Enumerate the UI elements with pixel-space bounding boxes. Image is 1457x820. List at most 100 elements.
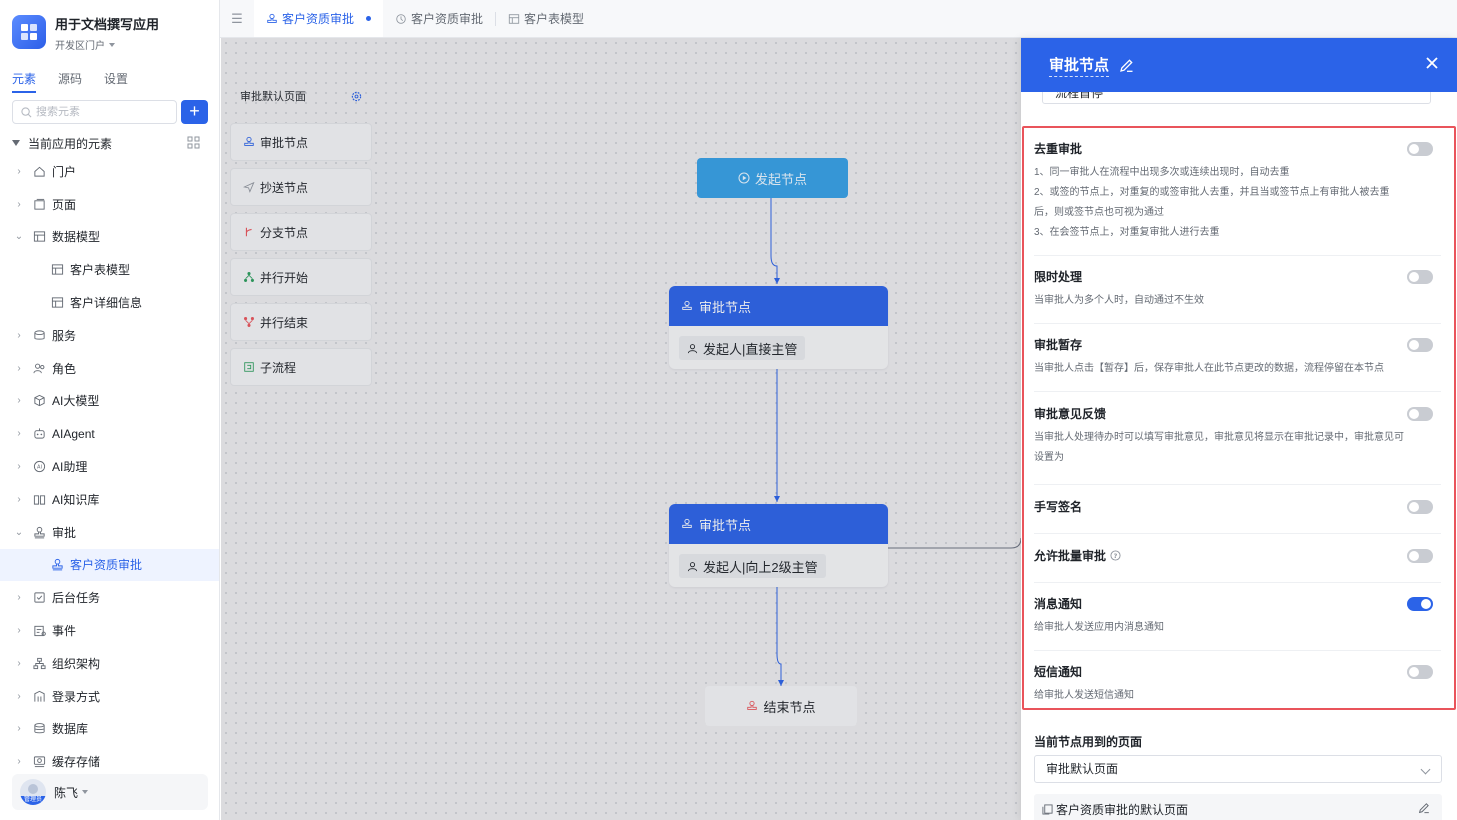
tree-item-events[interactable]: ›事件 [0,614,219,647]
edit-pencil-icon[interactable] [1119,58,1134,73]
chevron-right-icon: › [17,756,21,768]
setting-handwritten-signature: 手写签名 [1034,498,1441,534]
setting-desc: 当审批人为多个人时，自动通过不生效 [1034,291,1441,311]
tree-item-label: 页面 [52,197,77,212]
page-select[interactable]: 审批默认页面 [1034,755,1442,783]
chevron-right-icon: › [17,657,21,669]
tree-item-customer-detail[interactable]: 客户详细信息 [0,286,219,319]
tree-item-ai-model[interactable]: ›AI大模型 [0,385,219,418]
palette-item-subprocess[interactable]: 子流程 [230,348,372,386]
flow-canvas[interactable]: 审批默认页面 审批节点 抄送节点 分支节点 并行开始 并行结束 子流程 发起节点… [221,38,1021,820]
tree-item-customer-table[interactable]: 客户表模型 [0,253,219,286]
user-menu[interactable]: 管理员 陈飞 [12,774,208,810]
layout-icon[interactable] [187,136,200,149]
database-icon [32,328,46,342]
login-icon [32,689,46,703]
setting-sms-notify: 短信通知 给审批人发送短信通知 [1034,663,1441,707]
tree-item-database[interactable]: ›数据库 [0,713,219,746]
tree-item-ai-agent[interactable]: ›AIAgent [0,417,219,450]
desc-line: 当审批人点击【暂存】后，保存审批人在此节点更改的数据，流程停留在本节点 [1034,363,1384,374]
palette-item-parallel-start[interactable]: 并行开始 [230,258,372,296]
help-circle-icon[interactable]: ? [1110,550,1121,561]
start-node-label: 发起节点 [754,171,807,187]
start-node[interactable]: 发起节点 [697,158,848,198]
desc-line: 1、同一审批人在流程中出现多次或连续出现时，自动去重 [1034,167,1290,178]
palette-item-branch[interactable]: 分支节点 [230,213,372,251]
approval-node-1[interactable]: 审批节点 发起人|直接主管 [669,286,888,369]
close-icon[interactable] [1425,56,1439,70]
tab-customer-approval[interactable]: 客户资质审批 [254,0,384,37]
tree-header[interactable]: 当前应用的元素 [12,134,208,152]
palette-item-cc[interactable]: 抄送节点 [230,168,372,206]
user-name: 陈飞 [54,785,79,800]
tree-item-label: 组织架构 [52,656,101,671]
palette-item-parallel-end[interactable]: 并行结束 [230,303,372,341]
tree-item-portal[interactable]: ›门户 [0,155,219,188]
tree-item-login[interactable]: ›登录方式 [0,680,219,713]
toggle-message-notify[interactable] [1407,597,1433,611]
toggle-temp-save[interactable] [1407,338,1433,352]
chevron-right-icon: › [17,362,21,374]
user-icon [687,561,698,572]
page-list-item[interactable]: 客户资质审批的默认页面 [1034,794,1442,820]
toggle-dedupe[interactable] [1407,142,1433,156]
collapse-sidebar-icon[interactable]: ☰ [231,10,243,26]
tab-customer-table[interactable]: 客户表模型 [496,0,596,37]
settings-gear-icon[interactable] [351,91,362,102]
setting-desc: 当审批人处理待办时可以填写审批意见，审批意见将显示在审批记录中，审批意见可 设置… [1034,428,1441,468]
panel-header: 审批节点 [1021,38,1457,92]
canvas-mask[interactable] [221,38,1021,820]
desc-line: 当审批人为多个人时，自动通过不生效 [1034,295,1204,306]
end-node[interactable]: 结束节点 [705,686,857,726]
palette-item-approval[interactable]: 审批节点 [230,123,372,161]
tree-item-org[interactable]: › 组织架构 [0,647,219,680]
tab-label: 客户资质审批 [411,12,484,26]
tree-item-service[interactable]: › 服务 [0,319,219,352]
tree-item-ai-knowledge[interactable]: ›AI知识库 [0,483,219,516]
tree-item-label: 客户资质审批 [70,558,143,573]
setting-title: 允许批量审批 ? [1034,547,1441,564]
portal-selector[interactable]: 开发区门户 [55,37,159,52]
chevron-right-icon: › [17,461,21,473]
tree-item-label: 服务 [52,328,77,343]
tree-item-label: 事件 [52,624,77,639]
tab-settings[interactable]: 设置 [104,72,129,86]
tree-item-customer-approval[interactable]: 客户资质审批 [0,548,219,582]
caret-down-icon [82,790,89,794]
toggle-batch-approval[interactable] [1407,549,1433,563]
panel-title[interactable]: 审批节点 [1049,54,1110,77]
search-input[interactable] [36,106,166,118]
tree-item-cache[interactable]: ›缓存存储 [0,745,219,778]
chevron-right-icon: › [17,329,21,341]
tab-customer-approval-flow[interactable]: 客户资质审批 [383,0,495,37]
toggle-time-limit[interactable] [1407,270,1433,284]
send-icon [243,181,255,193]
unsaved-dot [366,16,372,21]
tree-item-background-task[interactable]: ›后台任务 [0,581,219,614]
toggle-handwritten-signature[interactable] [1407,500,1433,514]
tab-elements[interactable]: 元素 [12,70,37,93]
palette-item-label: 分支节点 [260,225,309,240]
toggle-opinion-feedback[interactable] [1407,407,1433,421]
approver-chip: 发起人|向上2级主管 [679,554,826,578]
edit-pencil-icon[interactable] [1418,802,1430,814]
tree-item-approval[interactable]: ⌄审批 [0,516,219,549]
tree-item-data-model[interactable]: ⌄数据模型 [0,221,219,254]
desc-line: 给审批人发送应用内消息通知 [1034,622,1164,633]
approval-node-2[interactable]: 审批节点 发起人|向上2级主管 [669,504,888,587]
subprocess-icon [243,361,255,373]
toggle-sms-notify[interactable] [1407,665,1433,679]
add-element-button[interactable]: + [181,100,208,124]
tab-label: 客户表模型 [524,12,585,26]
tab-source[interactable]: 源码 [58,72,83,86]
tree-item-roles[interactable]: ›角色 [0,352,219,385]
setting-title: 去重审批 [1034,142,1083,156]
node-palette: 审批默认页面 审批节点 抄送节点 分支节点 并行开始 并行结束 子流程 [230,76,372,386]
table-icon [508,13,520,25]
tree-item-pages[interactable]: ›页面 [0,188,219,221]
setting-desc: 1、同一审批人在流程中出现多次或连续出现时，自动去重 2、或签的节点上，对重复的… [1034,163,1441,243]
setting-opinion-feedback: 审批意见反馈 当审批人处理待办时可以填写审批意见，审批意见将显示在审批记录中，审… [1034,405,1441,485]
desc-line: 2、或签的节点上，对重复的或签审批人去重，并且当或签节点上有审批人被去重 [1034,187,1390,198]
app-header[interactable]: 用于文档撰写应用 开发区门户 [12,15,159,52]
